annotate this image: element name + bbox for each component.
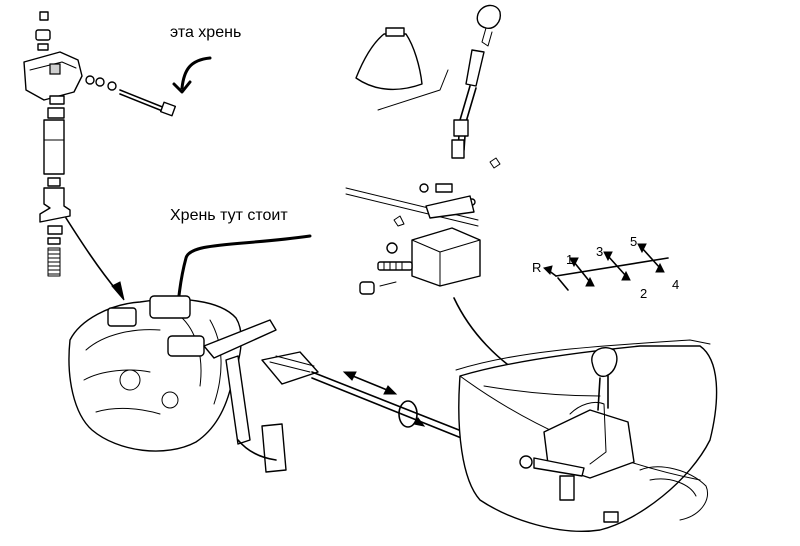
gear-label-1: 1 bbox=[566, 252, 574, 267]
exploded-shifter bbox=[345, 4, 501, 295]
gear-label-4: 4 bbox=[672, 277, 680, 292]
annotation-middle-note: Хрень тут стоит bbox=[170, 207, 288, 224]
gear-label-3: 3 bbox=[596, 244, 604, 259]
transmission-housing bbox=[68, 295, 287, 473]
exploded-selector-assembly bbox=[23, 11, 212, 277]
gear-label-reverse: R bbox=[532, 260, 542, 275]
gear-label-5: 5 bbox=[630, 234, 638, 249]
floor-console bbox=[455, 339, 718, 532]
shift-pattern-diagram bbox=[543, 243, 669, 291]
annotation-top-note: эта хрень bbox=[170, 24, 242, 41]
gear-label-2: 2 bbox=[640, 286, 648, 301]
